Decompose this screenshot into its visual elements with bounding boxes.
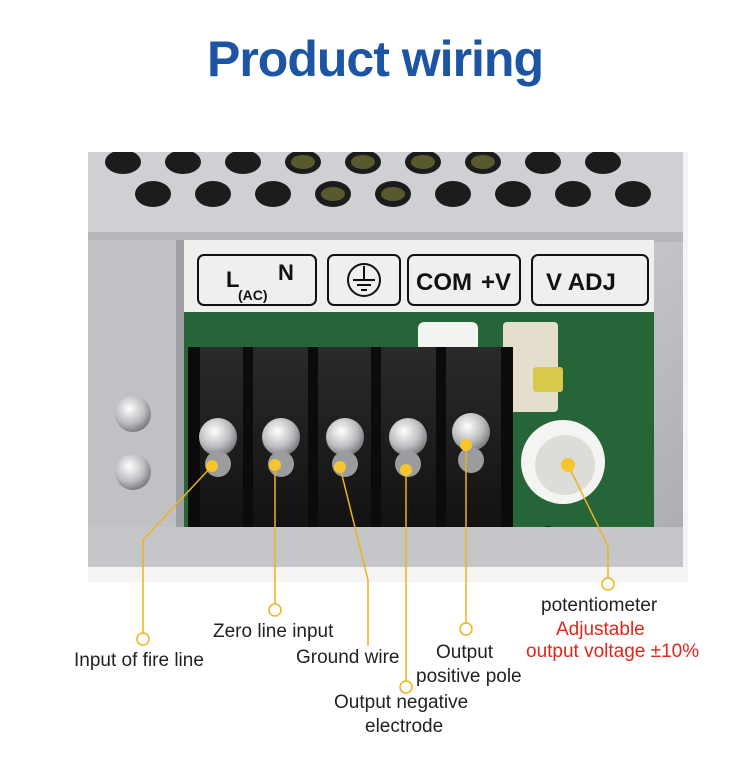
ground-symbol-icon	[347, 263, 381, 297]
label-ground-wire: Ground wire	[296, 647, 400, 668]
dot-positive	[460, 439, 472, 451]
label-n: N	[278, 260, 294, 285]
label-output-positive-1: Output	[436, 642, 494, 663]
page-title: Product wiring	[207, 31, 544, 87]
label-output-voltage: output voltage ±10%	[526, 641, 700, 662]
label-output-negative-2: electrode	[365, 716, 444, 737]
dot-zero-line	[269, 459, 281, 471]
label-output-positive-2: positive pole	[416, 666, 522, 687]
label-ac: (AC)	[238, 287, 268, 303]
dot-ground	[334, 461, 346, 473]
label-potentiometer: potentiometer	[541, 595, 658, 616]
label-output-negative-1: Output negative	[334, 692, 469, 713]
label-fire-line: Input of fire line	[74, 650, 204, 671]
dot-fire-line	[206, 460, 218, 472]
dot-potentiometer	[561, 458, 575, 472]
label-v-adj: V ADJ	[546, 269, 616, 296]
label-com: COM	[416, 269, 472, 296]
dot-negative	[400, 464, 412, 476]
terminal-screws	[199, 413, 490, 477]
label-l: L	[226, 267, 239, 292]
label-zero-line: Zero line input	[213, 621, 334, 642]
label-plus-v: +V	[481, 269, 511, 296]
label-adjustable: Adjustable	[556, 619, 645, 640]
